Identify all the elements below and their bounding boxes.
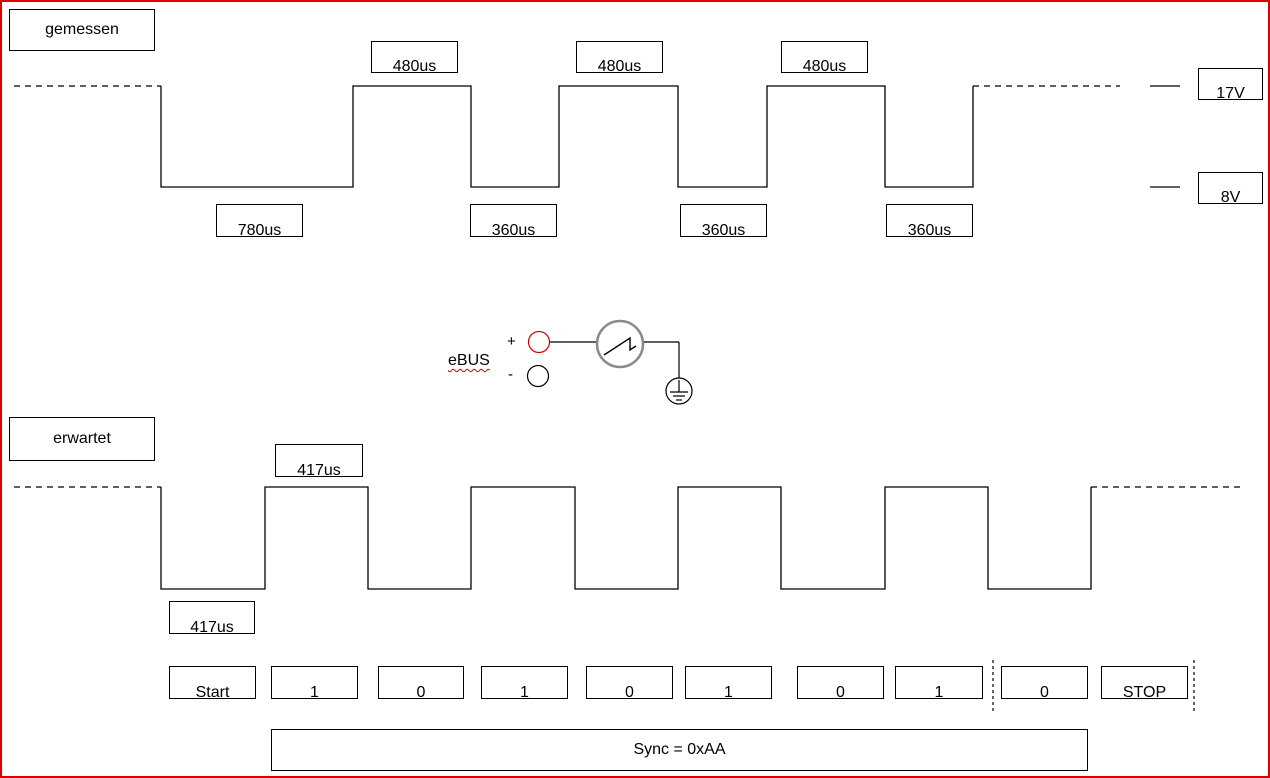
bit-2: 0	[378, 666, 464, 699]
plus-terminal	[527, 330, 551, 354]
ground-icon	[665, 377, 693, 405]
measured-low-label-4: 360us	[886, 204, 973, 237]
bit-stop: STOP	[1101, 666, 1188, 699]
expected-high-label: 417us	[275, 444, 363, 477]
measured-low-label-2: 360us	[470, 204, 557, 237]
minus-terminal	[526, 364, 550, 388]
measured-title: gemessen	[45, 21, 119, 38]
bit-6: 0	[797, 666, 884, 699]
sync-label-box: Sync = 0xAA	[271, 729, 1088, 771]
measured-high-label-2: 480us	[576, 41, 663, 73]
ebus-label: eBUS	[448, 352, 490, 369]
measured-low-label-1: 780us	[216, 204, 303, 237]
measured-high-label-3: 480us	[781, 41, 868, 73]
minus-label: -	[508, 366, 513, 383]
bit-3: 1	[481, 666, 568, 699]
oscilloscope-icon	[595, 319, 645, 369]
bit-5: 1	[685, 666, 772, 699]
bit-8: 0	[1001, 666, 1088, 699]
voltage-low-label: 8V	[1198, 172, 1263, 204]
sync-label: Sync = 0xAA	[633, 741, 726, 758]
bit-1: 1	[271, 666, 358, 699]
bit-7: 1	[895, 666, 983, 699]
expected-low-label: 417us	[169, 601, 255, 634]
expected-title: erwartet	[53, 430, 111, 447]
plus-label: +	[507, 333, 516, 350]
measured-low-label-3: 360us	[680, 204, 767, 237]
measured-signal	[160, 85, 974, 188]
expected-signal	[160, 486, 1092, 590]
measured-high-label-1: 480us	[371, 41, 458, 73]
bit-4: 0	[586, 666, 673, 699]
measured-title-box: gemessen	[9, 9, 155, 51]
bit-start: Start	[169, 666, 256, 699]
expected-title-box: erwartet	[9, 417, 155, 461]
voltage-high-label: 17V	[1198, 68, 1263, 100]
